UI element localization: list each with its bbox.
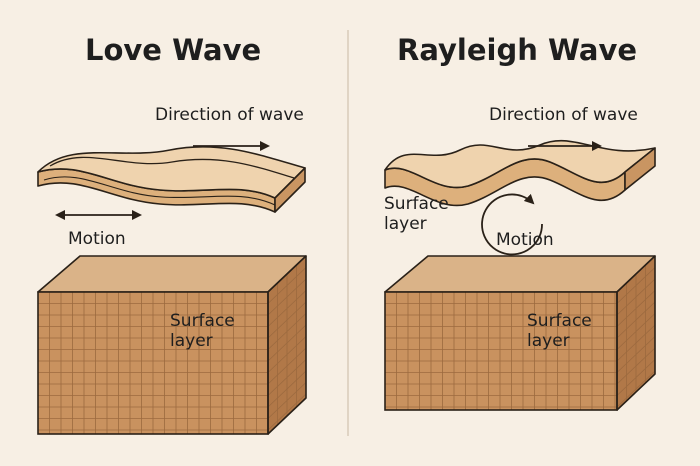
grid-line <box>267 393 307 431</box>
rayleigh-block-grid <box>385 292 617 410</box>
grid-line <box>267 359 307 396</box>
grid-line <box>267 382 307 419</box>
grid-line <box>616 290 656 327</box>
grid-line <box>267 324 307 362</box>
rayleigh-block-top <box>384 255 656 293</box>
rayleigh-block-label-line2: layer <box>527 330 570 351</box>
grid-line <box>267 301 307 339</box>
rayleigh-wave-slab <box>384 140 656 207</box>
love-block-grid <box>38 292 268 434</box>
grid-line <box>616 336 656 373</box>
grid-line <box>267 347 307 385</box>
rayleigh-block-side-grid <box>616 265 656 408</box>
rayleigh-surface-layer-label: Surface layer <box>384 194 449 234</box>
rayleigh-block-front <box>385 292 617 410</box>
rayleigh-block-label: Surface layer <box>527 311 592 351</box>
grid-line <box>267 290 307 327</box>
rayleigh-direction-label: Direction of wave <box>489 105 638 125</box>
grid-line <box>267 278 307 316</box>
rayleigh-surface-label-line1: Surface <box>384 194 449 214</box>
love-wave-layer-line <box>43 176 276 206</box>
grid-line <box>616 313 656 350</box>
circular-arrow-icon <box>481 193 543 256</box>
grid-line <box>267 336 307 373</box>
love-direction-label: Direction of wave <box>155 105 304 125</box>
grid-line <box>267 267 307 304</box>
grid-line <box>616 324 656 362</box>
love-block-label-line2: layer <box>170 330 213 351</box>
love-wave-slab-side <box>274 167 306 213</box>
grid-line <box>616 278 656 316</box>
grid-line <box>616 359 656 396</box>
grid-line <box>616 370 656 408</box>
rayleigh-surface-label-line2: layer <box>384 213 427 234</box>
love-block-top <box>37 255 307 293</box>
love-wave-title: Love Wave <box>85 33 262 67</box>
rayleigh-wave-title: Rayleigh Wave <box>397 33 638 67</box>
love-wave-layer-line <box>49 156 295 179</box>
rayleigh-earth-block <box>384 255 656 411</box>
love-block-side-grid <box>267 265 307 431</box>
grid-line <box>267 313 307 350</box>
love-block-label: Surface layer <box>170 311 235 351</box>
love-block-label-line1: Surface <box>170 311 235 331</box>
grid-line <box>616 267 656 304</box>
grid-line <box>267 370 307 408</box>
rayleigh-block-label-line1: Surface <box>527 311 592 331</box>
love-earth-block <box>37 255 307 435</box>
rayleigh-wave-slab-side <box>624 147 656 191</box>
grid-line <box>616 347 656 385</box>
love-motion-label: Motion <box>68 229 126 249</box>
grid-line <box>616 301 656 339</box>
love-wave-slab <box>37 145 306 213</box>
rayleigh-motion-label: Motion <box>496 230 554 250</box>
